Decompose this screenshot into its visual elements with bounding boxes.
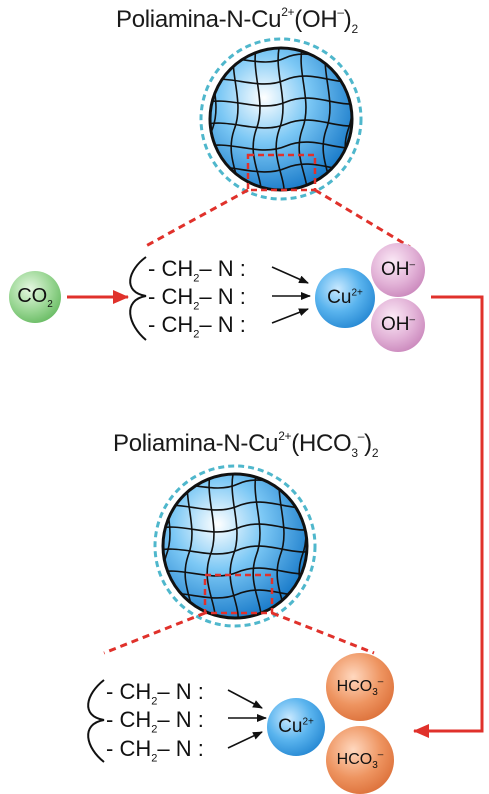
chain-line-top-3: - CH2– N : [148, 312, 246, 341]
polymer-bead-bottom [103, 464, 375, 655]
copper-sphere-bottom [267, 698, 325, 756]
copper-label-bottom: Cu2+ [278, 716, 314, 737]
bicarbonate-sphere-2 [326, 726, 394, 794]
co2-sphere [9, 271, 61, 323]
bottom-title: Poliamina-N-Cu2+(HCO3–)2 [113, 429, 379, 460]
arrow-1-top [271, 266, 309, 284]
zoom-line-left [143, 188, 249, 249]
hydroxide-label-2: OH– [380, 314, 416, 335]
polymer-bead-top [143, 37, 411, 249]
arrow-3-top [271, 308, 309, 324]
dashed-ring [199, 37, 363, 201]
chain-line-bottom-3: - CH2– N : [106, 736, 204, 765]
chain-line-top-1: - CH2– N : [148, 256, 246, 285]
co2-label: CO2 [17, 285, 53, 310]
bicarbonate-label-2: HCO3– [336, 749, 384, 772]
zoom-line-right [271, 611, 375, 655]
hydroxide-sphere-1 [371, 243, 425, 297]
zoom-box [203, 573, 274, 615]
bottom-reaction [87, 653, 394, 794]
zoom-box [246, 153, 317, 192]
arrow-3-bottom [227, 731, 263, 749]
top-reaction [9, 243, 425, 352]
hydroxide-sphere-2 [371, 298, 425, 352]
bead-sphere [161, 472, 309, 620]
dashed-ring [153, 464, 317, 628]
copper-label-top: Cu2+ [327, 287, 363, 308]
hydroxide-label-1: OH– [380, 259, 416, 280]
conversion-arrow [413, 295, 484, 738]
zoom-line-right [314, 188, 411, 249]
arrow-1-bottom [227, 689, 263, 709]
chain-line-top-2: - CH2– N : [148, 284, 246, 313]
chain-brace-top [129, 256, 147, 341]
bicarbonate-label-1: HCO3– [336, 676, 384, 699]
chain-brace-bottom [87, 679, 105, 763]
bicarbonate-sphere-1 [326, 653, 394, 721]
top-title: Poliamina-N-Cu2+(OH–)2 [116, 5, 358, 36]
chain-line-bottom-1: - CH2– N : [106, 679, 204, 708]
chain-line-bottom-2: - CH2– N : [106, 707, 204, 736]
copper-sphere-top [315, 268, 375, 328]
zoom-line-left [103, 611, 206, 655]
